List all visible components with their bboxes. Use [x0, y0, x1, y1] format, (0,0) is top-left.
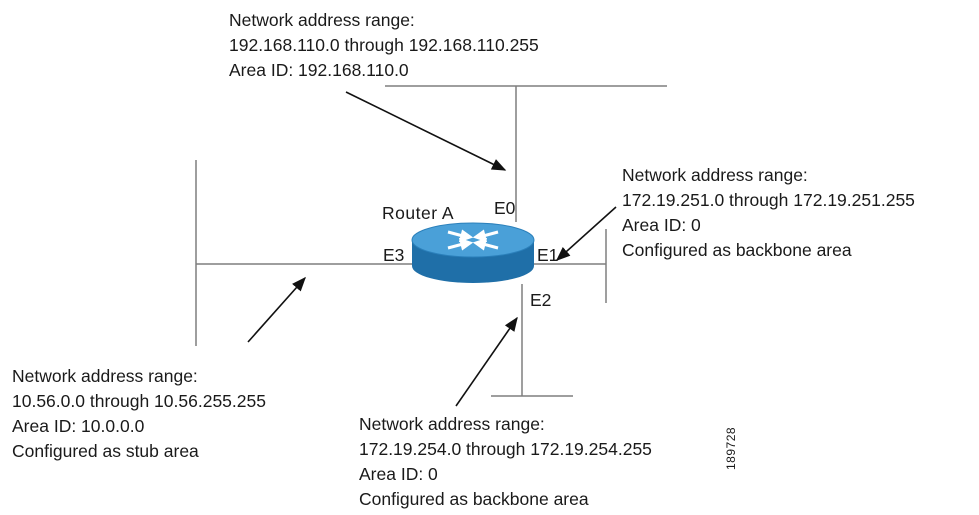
area-left-id: Area ID: 10.0.0.0	[12, 416, 145, 436]
interface-e0-label: E0	[494, 198, 516, 218]
area-right-range-heading: Network address range:	[622, 165, 808, 185]
area-bottom-range-heading: Network address range:	[359, 414, 545, 434]
area-bottom-id: Area ID: 0	[359, 464, 438, 484]
area-bottom-description: Network address range: 172.19.254.0 thro…	[359, 412, 652, 512]
area-top-id: Area ID: 192.168.110.0	[229, 60, 409, 80]
area-right-id: Area ID: 0	[622, 215, 701, 235]
area-right-range: 172.19.251.0 through 172.19.251.255	[622, 190, 915, 210]
interface-e2-label: E2	[530, 290, 552, 310]
network-segments	[195, 85, 667, 397]
area-top-description: Network address range: 192.168.110.0 thr…	[229, 8, 539, 83]
arrow-top	[345, 91, 507, 171]
router-icon	[411, 222, 535, 283]
area-right-description: Network address range: 172.19.251.0 thro…	[622, 163, 915, 263]
interface-e1-label: E1	[537, 245, 559, 265]
arrow-left	[247, 276, 306, 343]
area-left-range: 10.56.0.0 through 10.56.255.255	[12, 391, 266, 411]
area-top-range-heading: Network address range:	[229, 10, 415, 30]
pointer-arrows	[247, 91, 617, 407]
area-right-type: Configured as backbone area	[622, 240, 852, 260]
arrow-bottom	[455, 316, 518, 407]
router-name: Router A	[382, 203, 455, 223]
area-top-range: 192.168.110.0 through 192.168.110.255	[229, 35, 539, 55]
area-left-range-heading: Network address range:	[12, 366, 198, 386]
arrow-right	[555, 206, 617, 261]
figure-id: 189728	[724, 426, 738, 470]
interface-e3-label: E3	[383, 245, 405, 265]
area-bottom-type: Configured as backbone area	[359, 489, 589, 509]
area-bottom-range: 172.19.254.0 through 172.19.254.255	[359, 439, 652, 459]
area-left-type: Configured as stub area	[12, 441, 199, 461]
area-left-description: Network address range: 10.56.0.0 through…	[12, 364, 266, 464]
